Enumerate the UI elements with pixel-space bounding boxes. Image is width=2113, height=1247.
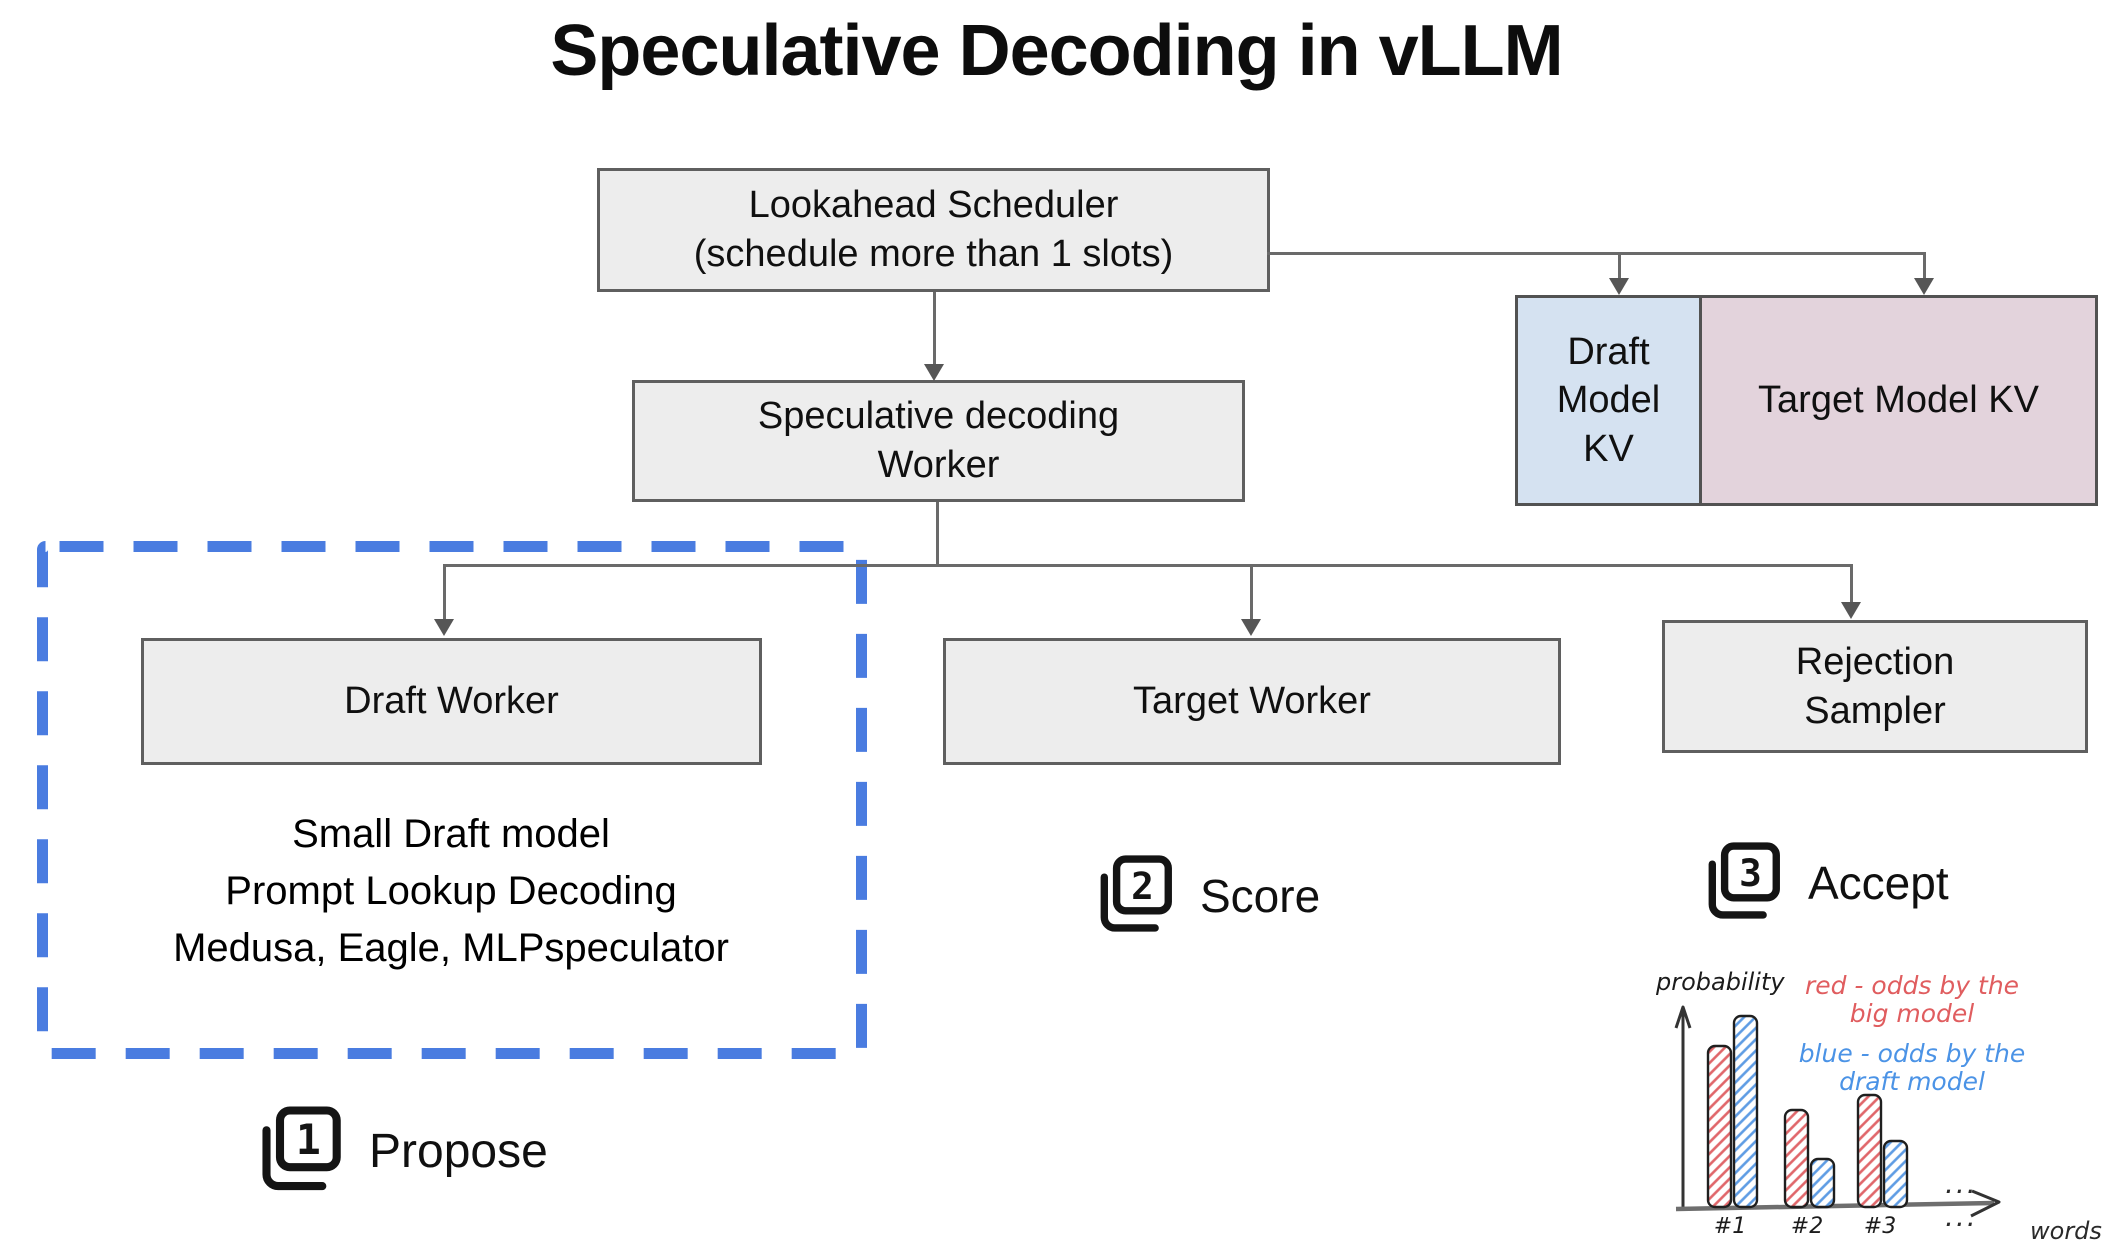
arrowhead-targetkv — [1914, 278, 1934, 295]
branch-line — [443, 564, 1853, 567]
draft-model-kv-label: Draft Model KV — [1556, 330, 1661, 470]
connector-drop-targetkv — [1923, 252, 1926, 279]
draft-model-kv-box: Draft Model KV — [1515, 295, 1702, 506]
svg-text:1: 1 — [296, 1116, 321, 1164]
y-axis-arrowhead — [1674, 1005, 1692, 1029]
draft-worker-box: Draft Worker — [141, 638, 762, 765]
filter-1-icon: 1 — [262, 1106, 341, 1191]
ellipsis-upper: ... — [1945, 1167, 1978, 1200]
bar-red-#3 — [1856, 1093, 1883, 1209]
arrowhead-specworker — [924, 364, 944, 381]
svg-text:3: 3 — [1739, 851, 1762, 895]
target-model-kv-box: Target Model KV — [1699, 295, 2098, 506]
connector-lookahead-to-kv — [1267, 252, 1926, 255]
bar-blue-#2 — [1809, 1157, 1836, 1209]
arrowhead-draftworker — [434, 619, 454, 636]
bar-blue-#3 — [1882, 1139, 1909, 1209]
connector-drop-rejection — [1850, 564, 1853, 604]
legend-red-line1: red - odds by the — [1805, 971, 2019, 1000]
legend: red - odds by the big model blue - odds … — [1799, 971, 2026, 1096]
connector-drop-draftworker — [443, 564, 446, 620]
step-score: 2 Score — [1092, 855, 1320, 937]
x-axis-label: words — [2030, 1217, 2102, 1245]
lookahead-scheduler-label: Lookahead Scheduler — [748, 184, 1119, 227]
arrowhead-draftkv — [1609, 278, 1629, 295]
x-tick-label: #3 — [1864, 1214, 1896, 1239]
x-axis — [1675, 1200, 1995, 1212]
target-worker-box: Target Worker — [943, 638, 1561, 765]
x-tick-labels: #1 #2 #3 — [1714, 1214, 1896, 1239]
spec-worker-label: Speculative decoding — [757, 395, 1120, 438]
rejection-sampler-label: Rejection — [1795, 640, 1955, 683]
y-axis-label: probability — [1655, 968, 1785, 996]
propose-label: Propose — [369, 1124, 548, 1178]
x-tick-label: #2 — [1791, 1214, 1823, 1239]
draft-worker-label: Draft Worker — [344, 680, 559, 723]
lookahead-scheduler-sublabel: (schedule more than 1 slots) — [693, 233, 1174, 275]
dashed-border — [37, 541, 867, 1059]
bar-blue-#1 — [1732, 1014, 1759, 1209]
connector-drop-draftkv — [1618, 252, 1621, 279]
probability-bar-chart: #1 #2 #3 probability words ... ... red - o… — [1655, 968, 2102, 1245]
spec-worker-label2: Worker — [877, 444, 1000, 486]
target-worker-label: Target Worker — [1133, 680, 1371, 723]
filter-3-icon: 3 — [1708, 842, 1780, 919]
accept-label: Accept — [1808, 857, 1949, 909]
connector-lookahead-to-specworker — [933, 292, 936, 366]
filter-2-icon: 2 — [1100, 855, 1172, 932]
legend-blue-line2: draft model — [1839, 1067, 1985, 1096]
arrowhead-targetworker — [1241, 619, 1261, 636]
bar-red-#2 — [1783, 1108, 1810, 1209]
step-propose: 1 Propose — [253, 1106, 548, 1196]
draft-method-item: Medusa, Eagle, MLPspeculator — [173, 925, 729, 970]
rejection-sampler-label2: Sampler — [1804, 689, 1946, 732]
speculative-decoding-worker-box: Speculative decoding Worker — [632, 380, 1245, 502]
score-label: Score — [1200, 870, 1321, 922]
ellipsis-lower: ... — [1945, 1200, 1978, 1233]
bar-red-#1 — [1706, 1044, 1733, 1209]
step-accept: 3 Accept — [1700, 842, 1949, 924]
x-axis-arrowhead — [1970, 1189, 2001, 1218]
draft-methods-list: Small Draft model Prompt Lookup Decoding… — [66, 806, 836, 976]
proposer-dashed-group — [37, 541, 867, 1059]
draft-method-item: Small Draft model — [292, 812, 610, 856]
svg-text:2: 2 — [1131, 864, 1154, 908]
connector-drop-targetworker — [1250, 564, 1253, 620]
x-tick-label: #1 — [1714, 1214, 1746, 1239]
lookahead-scheduler-box: Lookahead Scheduler (schedule more than … — [597, 168, 1270, 292]
draft-method-item: Prompt Lookup Decoding — [225, 868, 677, 913]
connector-specworker-to-branch — [936, 502, 939, 565]
target-model-kv-label: Target Model KV — [1758, 379, 2039, 422]
arrowhead-rejection — [1841, 602, 1861, 619]
bar-group — [1706, 1014, 1909, 1209]
legend-red-line2: big model — [1850, 999, 1975, 1028]
rejection-sampler-box: Rejection Sampler — [1662, 620, 2088, 753]
legend-blue-line1: blue - odds by the — [1799, 1039, 2026, 1068]
page-title: Speculative Decoding in vLLM — [550, 11, 1563, 91]
